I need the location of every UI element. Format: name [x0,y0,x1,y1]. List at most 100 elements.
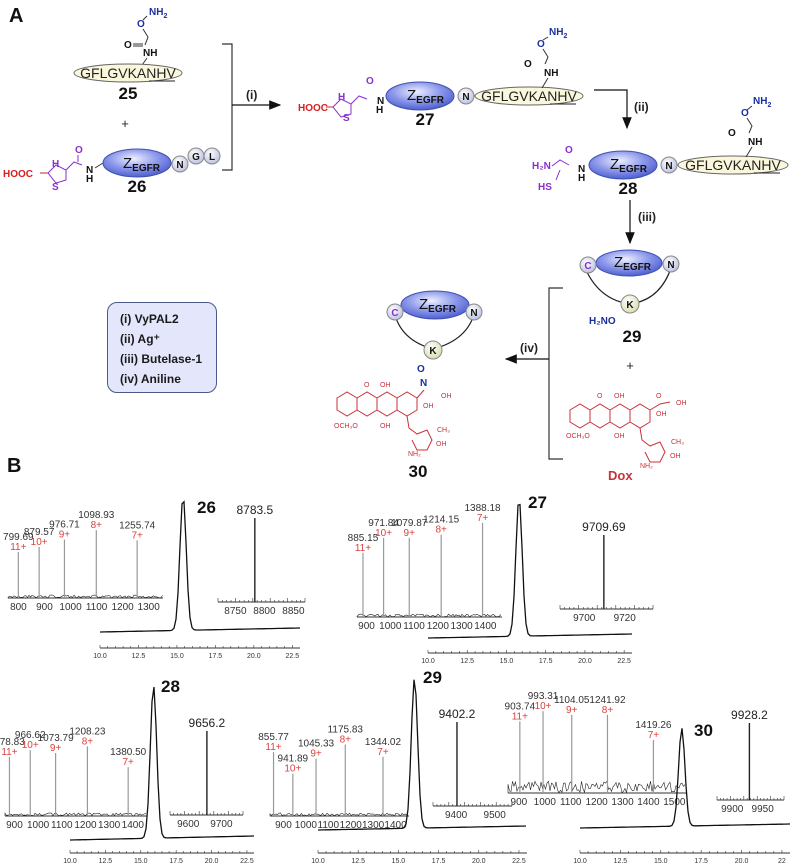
hplc-x-tick-label: 22.5 [512,858,526,865]
hplc-x-tick-label: 15.0 [134,858,148,865]
ms-peak-charge-label: 8+ [82,736,94,747]
svg-text:N: N [176,160,183,171]
ms-x-tick-label: 800 [10,602,27,613]
peptide-sequence: GFLGVKANHV [80,65,176,81]
bracket-i [222,44,232,170]
ms-x-tick-label: 1500 [663,797,686,808]
svg-text:O: O [656,393,662,400]
thiazolidine-s: S [52,182,59,193]
decon-x-tick-label: 8800 [253,606,276,617]
ms-x-tick-label: 1000 [379,621,402,632]
thiazolidine-n: H [52,159,59,170]
chart-compound-26: 799.6911+879.5710+976.719+1098.938+1255.… [3,498,305,660]
svg-text:H: H [338,92,345,103]
step-iv-label: (iv) [520,341,538,355]
svg-text:OH: OH [380,382,391,389]
ms-peak-charge-label: 11+ [10,542,26,553]
ms-x-tick-label: 1200 [585,797,608,808]
ms-x-tick-label: 1000 [534,797,557,808]
svg-text:OH: OH [441,393,452,400]
svg-text:O: O [364,382,370,389]
chart-compound-28: 878.8311+966.6210+1073.799+1208.238+1380… [0,677,254,865]
decon-x-tick-label: 9700 [573,613,596,624]
ms-x-tick-label: 1300 [138,602,161,613]
compound-30: ZEGFR C N K O N [387,291,482,389]
svg-text:O: O [417,364,425,375]
hplc-x-tick-label: 10.0 [573,858,587,865]
hplc-x-tick-label: 20.0 [735,858,749,865]
svg-text:O: O [728,128,736,139]
svg-text:H: H [578,173,585,184]
hooc-label: HOOC [3,169,33,180]
compound-label-27: 27 [416,110,435,129]
hplc-x-tick-label: 20.0 [247,653,261,660]
compound-28: H₂N HS O N H ZEGFR N GFLGVKANHV NH2 O O … [532,96,788,198]
ms-peak-charge-label: 7+ [122,757,134,768]
compound-label-28: 28 [619,179,638,198]
reagent-legend: (i) VyPAL2 (ii) Ag⁺ (iii) Butelase-1 (iv… [107,302,217,393]
panel-a-label: A [9,5,23,27]
svg-text:OH: OH [436,441,447,448]
svg-text:HS: HS [538,182,552,193]
plus-sign-2: + [626,358,634,373]
hplc-x-tick-label: 15.0 [392,858,406,865]
arrow-step-ii [594,90,627,128]
ms-peak-charge-label: 7+ [131,530,143,541]
chart-compound-30: 903.7411+993.3110+1104.059+1241.928+1419… [505,691,790,865]
svg-text:NH₂: NH₂ [408,451,421,458]
amide-h-26: H [86,174,93,185]
ms-peak-charge-label: 8+ [91,520,103,531]
decon-mass-label: 8783.5 [236,503,273,517]
hplc-x-tick-label: 17.5 [694,858,708,865]
dox-label: Dox [608,468,633,483]
ms-noise [508,781,685,793]
hplc-x-tick-label: 15.0 [654,858,668,865]
compound-label-26: 26 [128,177,147,196]
decon-x-tick-label: 9500 [484,810,507,821]
compound-29: ZEGFR C N K H₂NO 29 [580,250,679,346]
ms-peak-charge-label: 7+ [377,747,389,758]
hplc-x-tick-label: 17.5 [169,858,183,865]
chart-compound-27: 885.1511+971.8410+1079.879+1214.158+1388… [348,493,653,665]
svg-text:C: C [584,261,591,272]
svg-text:N: N [470,308,477,319]
svg-text:OH: OH [614,433,625,440]
svg-text:K: K [626,300,634,311]
hplc-x-tick-label: 12.5 [460,658,474,665]
ms-x-tick-label: 1000 [295,820,318,831]
hplc-x-tick-label: 22.5 [285,653,299,660]
decon-x-tick-label: 9900 [721,804,744,815]
chart-compound-label: 29 [423,668,442,687]
ms-peak-charge-label: 11+ [1,747,17,758]
decon-x-tick-label: 8750 [224,606,247,617]
svg-text:GFLGVKANHV: GFLGVKANHV [685,157,781,173]
hplc-x-tick-label: 22.5 [240,858,254,865]
ms-x-tick-label: 900 [6,820,23,831]
amide-nh: NH [143,48,157,59]
hplc-x-tick-label: 12.5 [351,858,365,865]
compound-label-30: 30 [409,462,428,481]
svg-text:N: N [420,378,427,389]
hplc-x-tick-label: 10.0 [63,858,77,865]
chart-compound-label: 27 [528,493,547,512]
svg-text:NH₂: NH₂ [640,463,653,470]
step-i-label: (i) [246,88,257,102]
chart-compound-label: 28 [161,677,180,696]
svg-text:O: O [537,39,545,50]
svg-text:NH2: NH2 [753,96,771,109]
ms-x-tick-label: 900 [36,602,53,613]
ms-x-tick-label: 1200 [74,820,97,831]
svg-text:O: O [597,393,603,400]
chart-compound-label: 30 [694,721,713,740]
svg-text:K: K [429,346,437,357]
ms-peak-charge-label: 10+ [31,537,48,548]
svg-text:OH: OH [380,423,391,430]
hplc-x-tick-label: 10.0 [311,858,325,865]
decon-x-tick-label: 9720 [614,613,637,624]
hplc-x-tick-label: 17.5 [432,858,446,865]
doxorubicin-structure [570,402,670,462]
hplc-x-tick-label: 10.0 [421,658,435,665]
svg-text:GFLGVKANHV: GFLGVKANHV [481,88,577,104]
carbonyl-o: O [124,40,132,51]
hplc-x-tick-label: 20.0 [578,658,592,665]
